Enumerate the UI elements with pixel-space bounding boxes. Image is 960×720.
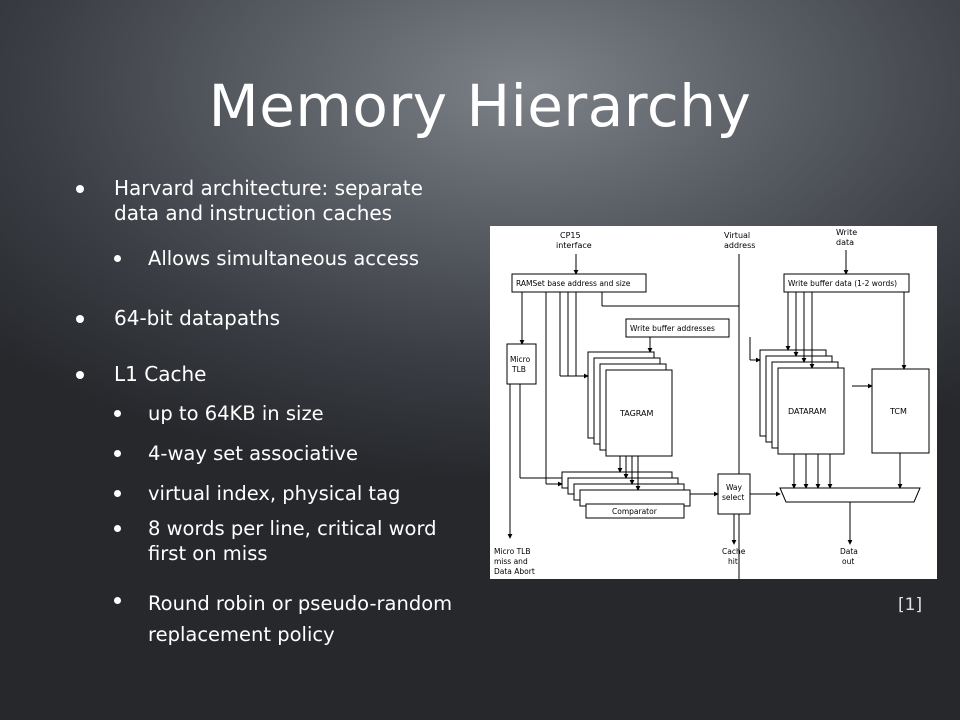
way-select-label: Way	[726, 483, 743, 492]
comparator-label: Comparator	[612, 507, 658, 516]
bullet-text: Allows simultaneous access	[148, 247, 420, 270]
data-out-label: out	[842, 557, 854, 566]
bullet-dot	[76, 315, 84, 323]
write-label: Write	[836, 228, 857, 237]
ramset-label: RAMSet base address and size	[516, 279, 631, 288]
bullet-size: up to 64KB in size	[114, 401, 324, 426]
bullet-datapaths: 64-bit datapaths	[76, 306, 281, 331]
bullet-text: L1 Cache	[114, 362, 207, 386]
bullet-text: 4-way set associative	[148, 442, 358, 465]
cp15-label: interface	[556, 241, 592, 250]
bullet-text: Harvard architecture: separate	[114, 176, 423, 200]
bullet-text: virtual index, physical tag	[148, 482, 401, 505]
virtual-label: Virtual	[724, 231, 750, 240]
bullet-text: Round robin or pseudo-random	[148, 592, 453, 615]
bullet-dot	[114, 525, 121, 532]
micro-tlb-miss-label: Data Abort	[494, 567, 535, 576]
bullet-index: virtual index, physical tag	[114, 481, 401, 506]
bullet-text: data and instruction caches	[114, 201, 393, 225]
dataram-label: DATARAM	[788, 407, 826, 416]
virtual-label: address	[724, 241, 755, 250]
write-label: data	[836, 238, 854, 247]
bullet-l1: L1 Cache	[76, 362, 207, 387]
bullet-text: first on miss	[148, 542, 268, 565]
tagram-label: TAGRAM	[619, 409, 654, 418]
bullet-dot	[114, 450, 121, 457]
citation: [1]	[898, 595, 923, 615]
bullet-dot	[114, 255, 121, 262]
bullet-text: up to 64KB in size	[148, 402, 324, 425]
cp15-label: CP15	[560, 231, 581, 240]
bullet-harvard: Harvard architecture: separate data and …	[76, 176, 423, 226]
bullet-simultaneous: Allows simultaneous access	[114, 246, 420, 271]
bullet-text: 8 words per line, critical word	[148, 517, 437, 540]
write-buffer-addresses-label: Write buffer addresses	[630, 324, 715, 333]
cache-architecture-diagram: CP15 interface Virtual address Write dat…	[490, 226, 937, 579]
bullet-text: replacement policy	[148, 623, 335, 646]
tcm-label: TCM	[889, 407, 907, 416]
micro-tlb-label: TLB	[511, 365, 526, 374]
write-buffer-data-label: Write buffer data (1-2 words)	[788, 279, 897, 288]
bullet-dot	[114, 490, 121, 497]
data-out-label: Data	[840, 547, 858, 556]
way-select-label: select	[722, 493, 744, 502]
cache-hit-label: Cache	[722, 547, 746, 556]
micro-tlb-miss-label: Micro TLB	[494, 547, 530, 556]
bullet-text: 64-bit datapaths	[114, 306, 281, 330]
bullet-robin: Round robin or pseudo-random replacement…	[114, 588, 453, 650]
bullet-dot	[114, 410, 121, 417]
bullet-assoc: 4-way set associative	[114, 441, 358, 466]
micro-tlb-miss-label: miss and	[494, 557, 528, 566]
micro-tlb-label: Micro	[510, 355, 531, 364]
bullet-dot	[114, 597, 121, 604]
cache-hit-label: hit	[728, 557, 738, 566]
bullet-dot	[76, 371, 84, 379]
bullet-words: 8 words per line, critical word first on…	[114, 516, 437, 566]
slide-title: Memory Hierarchy	[208, 72, 752, 140]
bullet-dot	[76, 185, 84, 193]
